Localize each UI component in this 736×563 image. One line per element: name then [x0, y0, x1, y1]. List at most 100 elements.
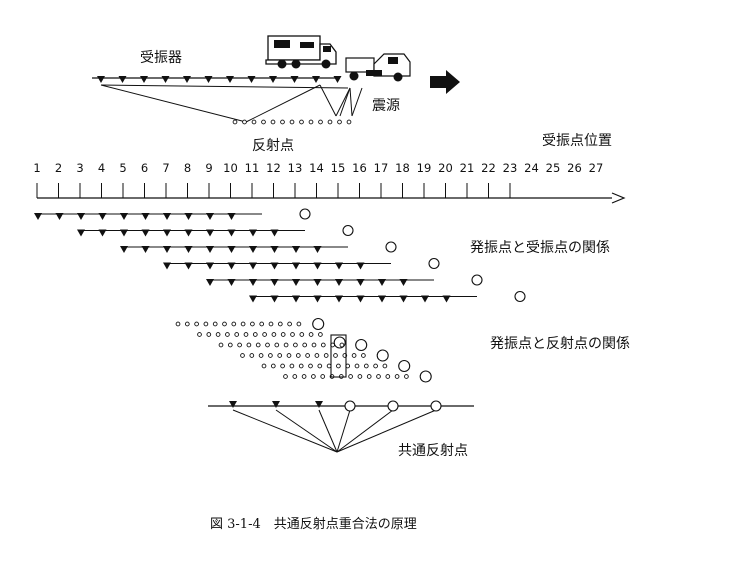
axis-tick-label: 21	[460, 161, 475, 175]
reflection-dot	[298, 363, 304, 369]
receiver-marker	[206, 262, 214, 270]
reflection-dot	[259, 321, 265, 327]
reflection-dot	[277, 321, 283, 327]
receiver-marker	[118, 76, 127, 83]
axis-arrowhead-icon	[611, 192, 626, 204]
reflection-dot	[323, 353, 329, 358]
reflection-dot	[314, 353, 320, 358]
reflection-dot	[240, 353, 245, 358]
cmp-ray	[275, 409, 338, 453]
reflection-dot	[215, 332, 221, 337]
reflection-dot	[354, 363, 360, 369]
reflection-dot	[280, 363, 285, 369]
cmp-ray	[336, 409, 437, 453]
reflection-dot	[243, 332, 249, 337]
reflection-dot	[320, 342, 326, 348]
reflection-dot	[286, 353, 292, 358]
reflection-dot	[265, 342, 270, 348]
reflection-dot	[280, 332, 286, 337]
source-point	[398, 359, 411, 373]
field-sketch: 受振器 震源	[92, 35, 612, 154]
reflection-dot	[197, 332, 202, 337]
reflection-dot	[194, 321, 199, 327]
receiver-marker	[206, 213, 214, 220]
axis-tick-label: 15	[331, 161, 346, 175]
axis-tick-label: 11	[245, 161, 260, 175]
axis-tick-label: 16	[352, 161, 367, 175]
cmp-ray	[336, 409, 351, 453]
source-receiver-spreads	[34, 208, 526, 303]
reflection-dot	[287, 321, 292, 327]
cmp-ray	[336, 409, 394, 453]
reflection-dot	[277, 353, 283, 358]
receiver-marker	[270, 262, 279, 270]
receiver-marker	[34, 213, 42, 220]
reflection-dot	[346, 119, 352, 125]
reflection-dot	[271, 332, 277, 337]
reflection-dot	[363, 363, 369, 369]
reflection-dot	[268, 353, 273, 358]
axis-tick-label: 19	[417, 161, 432, 175]
reflection-dot	[376, 374, 381, 379]
receiver-marker	[206, 246, 214, 253]
source-label: 震源	[372, 98, 400, 114]
reflection-dot	[385, 374, 391, 379]
reflection-dot	[339, 342, 345, 348]
source-point	[312, 317, 325, 331]
reflection-dot	[320, 374, 326, 379]
axis-tick-label: 13	[288, 161, 303, 175]
receiver-marker	[229, 401, 237, 408]
reflection-dot	[237, 342, 242, 348]
receiver-marker	[292, 279, 300, 286]
axis-tick-label: 12	[266, 161, 281, 175]
axis-tick-marks	[36, 183, 511, 198]
reflection-dot	[336, 363, 341, 369]
source-receiver-relation-label: 発振点と受振点の関係	[470, 240, 610, 256]
receiver-marker	[313, 262, 322, 270]
reflection-dot	[357, 374, 363, 379]
common-reflection-sketch: 共通反射点	[208, 400, 474, 459]
receiver-marker	[98, 229, 107, 237]
receiver-marker	[204, 76, 213, 83]
source-point	[376, 349, 389, 362]
reflection-dot	[232, 119, 238, 125]
reflection-dot	[361, 353, 366, 358]
receiver-marker	[206, 279, 214, 286]
receiver-marker	[335, 279, 343, 286]
source-point	[430, 400, 442, 412]
reflection-dot	[270, 363, 276, 369]
receiver-marker	[183, 76, 191, 83]
receiver-marker	[313, 246, 322, 253]
cmp-surface-marks	[229, 400, 442, 412]
cmp-ray	[318, 409, 338, 453]
reflection-dot	[348, 374, 353, 379]
axis-tick-label: 14	[309, 161, 324, 175]
receiver-marker	[356, 262, 365, 270]
receiver-marker	[163, 246, 171, 253]
axis-tick-label: 2	[55, 161, 62, 175]
receiver-marker	[249, 295, 257, 303]
receiver-marker	[399, 295, 408, 303]
reflection-dot	[283, 374, 288, 379]
reflection-dot	[290, 332, 295, 337]
receiver-marker	[313, 279, 322, 286]
receiver-marker	[292, 262, 300, 270]
receiver-marker	[55, 213, 64, 220]
axis-tick-label: 5	[119, 161, 126, 175]
receiver-marker	[335, 295, 343, 303]
source-point	[342, 224, 354, 237]
reflection-dot	[404, 374, 409, 379]
source-point	[419, 370, 432, 383]
reflection-dot	[337, 119, 342, 125]
axis-tick-label: 17	[374, 161, 389, 175]
truck-icon	[265, 35, 337, 69]
receiver-marker	[313, 295, 322, 303]
vibrator-truck-icon	[345, 53, 411, 82]
receiver-marker	[163, 213, 171, 220]
reflection-dot	[175, 321, 181, 327]
ray-paths	[100, 84, 363, 123]
cmp-gather-box	[330, 334, 347, 378]
reflection-dot	[301, 374, 307, 379]
